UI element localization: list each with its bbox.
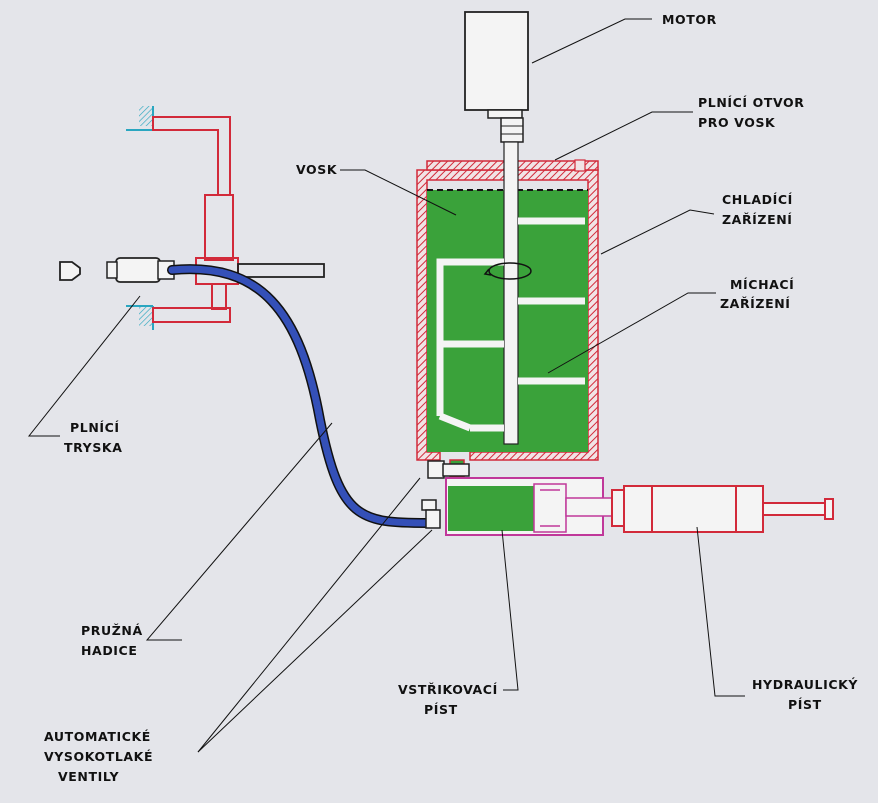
label-injection-piston: VSTŘIKOVACÍ [398, 682, 498, 697]
label-filling-port: PLNÍCÍ OTVOR [698, 95, 804, 110]
label-mixing: MÍCHACÍ [730, 277, 794, 292]
label-nozzle: PLNÍCÍ [70, 420, 120, 435]
label-hose-2: HADICE [81, 643, 137, 658]
clamp-rod [237, 263, 325, 278]
valve-bottom [421, 499, 437, 511]
cooling-jacket [416, 169, 599, 461]
mold-sprue [59, 261, 81, 281]
wall-mount-bottom [139, 306, 153, 326]
label-hydraulic-piston: HYDRAULICKÝ [752, 677, 858, 692]
clamp-arm-top [152, 116, 231, 196]
label-valves-2: VYSOKOTLAKÉ [44, 749, 153, 764]
leader-lines [27, 18, 745, 753]
label-hose: PRUŽNÁ [81, 623, 143, 638]
label-valves: AUTOMATICKÉ [44, 729, 151, 744]
label-hydraulic-piston-2: PÍST [788, 697, 822, 712]
injection-wax-chamber [448, 486, 534, 531]
filling-nozzle-assembly [59, 106, 325, 330]
label-cooling-2: ZAŘÍZENÍ [722, 212, 793, 227]
hydraulic-piston [611, 485, 834, 533]
label-injection-piston-2: PÍST [424, 702, 458, 717]
injection-piston [445, 477, 613, 536]
label-filling-port-2: PRO VOSK [698, 115, 776, 130]
wax-tank [416, 141, 599, 478]
label-wax: VOSK [296, 162, 338, 177]
mixer-paddles [436, 217, 585, 432]
labels: MOTOR PLNÍCÍ OTVOR PRO VOSK VOSK CHLADÍC… [44, 12, 858, 784]
clamp-column [204, 194, 234, 261]
mixer-shaft [503, 141, 519, 445]
clamp-arm-bottom [152, 307, 231, 323]
label-nozzle-2: TRYSKA [64, 440, 122, 455]
valve-top [427, 460, 445, 479]
rotation-arrow-icon [483, 262, 532, 280]
hydraulic-rod [762, 502, 826, 516]
high-pressure-valves [421, 460, 470, 529]
wall-mount-top [139, 106, 153, 126]
motor [464, 11, 529, 143]
label-motor: MOTOR [662, 12, 717, 27]
wax-filling-port [574, 159, 586, 172]
motor-body [464, 11, 529, 111]
nozzle-body [115, 257, 161, 283]
label-valves-3: VENTILY [58, 769, 119, 784]
hydraulic-cylinder [623, 485, 764, 533]
label-mixing-2: ZAŘÍZENÍ [720, 296, 791, 311]
label-cooling: CHLADÍCÍ [722, 192, 793, 207]
